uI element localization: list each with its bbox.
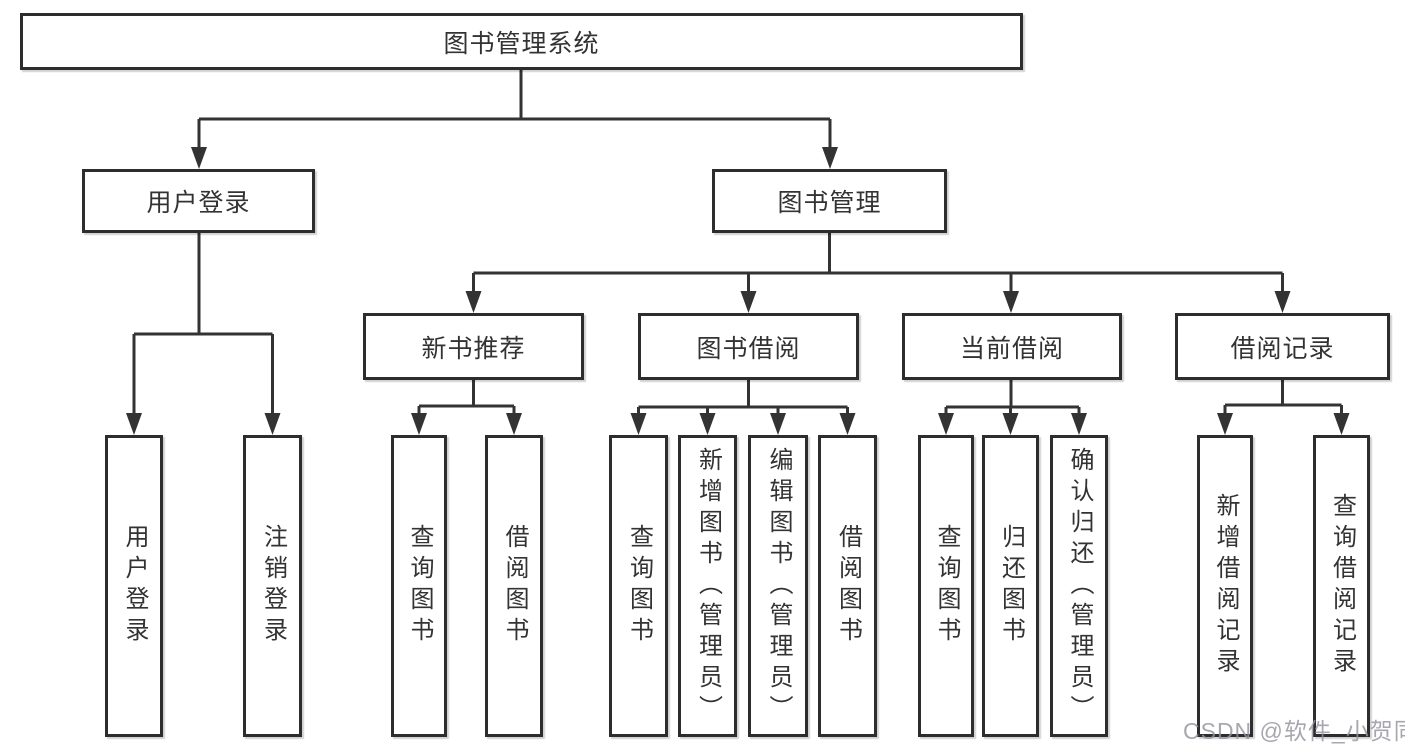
leaf-borrow-book-recommend: 借阅图书	[485, 435, 543, 737]
connector-book-borrow-children	[630, 380, 856, 435]
leaf-add-borrow-record-label: 新增借阅记录	[1212, 493, 1239, 679]
node-borrow-records: 借阅记录	[1175, 313, 1390, 380]
leaf-query-book-recommend-label: 查询图书	[406, 524, 433, 648]
leaf-borrow-book: 借阅图书	[818, 435, 877, 737]
leaf-query-book-borrow: 查询图书	[609, 435, 668, 737]
leaf-edit-book-admin-label: 编辑图书（管理员）	[765, 446, 792, 726]
leaf-user-login: 用户登录	[105, 435, 163, 737]
leaf-logout: 注销登录	[243, 435, 302, 737]
connector-current-borrow-children	[938, 380, 1087, 435]
node-current-borrow: 当前借阅	[902, 313, 1122, 380]
leaf-return-book: 归还图书	[982, 435, 1039, 737]
leaf-add-book-admin-label: 新增图书（管理员）	[694, 446, 722, 726]
connector-book-management-children	[465, 233, 1291, 313]
leaf-logout-label: 注销登录	[259, 524, 287, 648]
node-new-book-recommend-label: 新书推荐	[421, 334, 526, 363]
leaf-user-login-label: 用户登录	[121, 524, 148, 648]
leaf-add-borrow-record: 新增借阅记录	[1197, 435, 1253, 737]
node-book-borrow-label: 图书借阅	[696, 334, 801, 363]
node-current-borrow-label: 当前借阅	[959, 334, 1064, 363]
leaf-return-book-label: 归还图书	[997, 524, 1025, 648]
leaf-edit-book-admin: 编辑图书（管理员）	[748, 435, 808, 737]
leaf-borrow-book-recommend-label: 借阅图书	[501, 524, 528, 648]
node-user-login: 用户登录	[82, 169, 315, 233]
node-borrow-records-label: 借阅记录	[1230, 334, 1335, 363]
leaf-query-book-borrow-label: 查询图书	[625, 524, 653, 648]
leaf-confirm-return-admin: 确认归还（管理员）	[1050, 435, 1108, 737]
csdn-watermark: CSDN @软件_小贺同学	[1183, 718, 1405, 744]
node-book-management: 图书管理	[712, 169, 947, 233]
leaf-query-book-recommend: 查询图书	[391, 435, 447, 737]
node-new-book-recommend: 新书推荐	[363, 313, 584, 380]
node-user-login-label: 用户登录	[146, 189, 251, 217]
leaf-query-borrow-record-label: 查询借阅记录	[1328, 493, 1356, 679]
connector-root-to-level2	[191, 70, 838, 169]
connector-new-book-children	[411, 380, 522, 435]
leaf-add-book-admin: 新增图书（管理员）	[678, 435, 737, 737]
node-book-management-label: 图书管理	[777, 189, 882, 217]
leaf-query-book-current: 查询图书	[918, 435, 974, 737]
connector-records-children	[1217, 380, 1350, 435]
leaf-borrow-book-label: 借阅图书	[834, 524, 862, 648]
leaf-query-book-current-label: 查询图书	[933, 524, 960, 648]
connector-user-login-children	[126, 233, 281, 435]
leaf-query-borrow-record: 查询借阅记录	[1313, 435, 1370, 737]
leaf-confirm-return-admin-label: 确认归还（管理员）	[1066, 446, 1093, 726]
node-book-borrow: 图书借阅	[638, 313, 859, 380]
node-library-system: 图书管理系统	[20, 13, 1023, 70]
node-library-system-label: 图书管理系统	[443, 29, 600, 58]
